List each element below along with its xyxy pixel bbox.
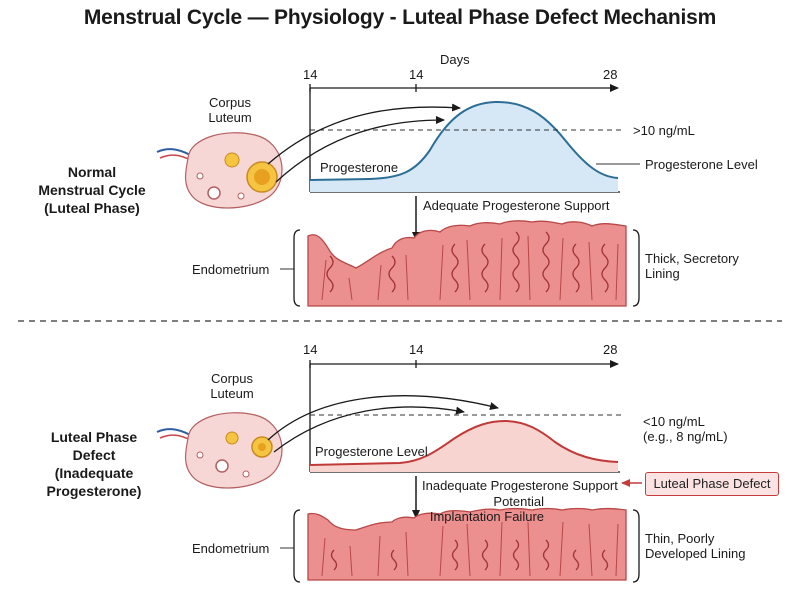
defect-secretion-arrow [267,395,499,441]
defect-progesterone-curve [309,419,619,466]
defect-support-label: Inadequate Progesterone Support [422,478,618,493]
defect-curve-label: Progesterone Level [315,444,428,459]
normal-support-label: Adequate Progesterone Support [423,198,610,213]
normal-tick-start: 14 [303,67,318,82]
normal-threshold-label: >10 ng/mL [633,123,695,138]
defect-tick-mid: 14 [409,342,424,357]
normal-level-label: Progesterone Level [645,157,758,172]
normal-secretion-arrow [267,103,461,165]
normal-endometrium-illustration [307,220,627,307]
normal-ovary-illustration [156,132,283,209]
defect-tick-end: 28 [603,342,618,357]
defect-endometrium-label: Endometrium [192,541,270,556]
normal-progesterone-curve [309,100,619,181]
defect-endometrium-illustration [307,507,627,581]
normal-endometrium-label: Endometrium [192,262,270,277]
defect-ovary-illustration [156,412,283,489]
defect-lining-label: Thin, Poorly Developed Lining [645,531,746,561]
normal-curve-label: Progesterone [320,160,399,175]
defect-failure-label: Potential Implantation Failure [429,494,544,524]
normal-axis-title: Days [440,52,470,67]
page-title: Menstrual Cycle — Physiology - Luteal Ph… [83,6,717,29]
normal-lining-label: Thick, Secretory Lining [645,251,739,281]
normal-tick-end: 28 [603,67,618,82]
normal-progesterone-area [310,101,618,192]
defect-section-label: Luteal Phase Defect (Inadequate Progeste… [46,429,142,499]
defect-corpus-luteum-label: Corpus Luteum [210,371,254,401]
defect-tick-start: 14 [303,342,318,357]
normal-section-label: Normal Menstrual Cycle (Luteal Phase) [38,164,146,216]
normal-corpus-luteum-label: Corpus Luteum [208,95,252,125]
defect-progesterone-area [310,421,618,472]
normal-tick-mid: 14 [409,67,424,82]
luteal-phase-defect-badge: Luteal Phase Defect [645,472,779,496]
defect-threshold-label: <10 ng/mL (e.g., 8 ng/mL) [643,414,728,444]
